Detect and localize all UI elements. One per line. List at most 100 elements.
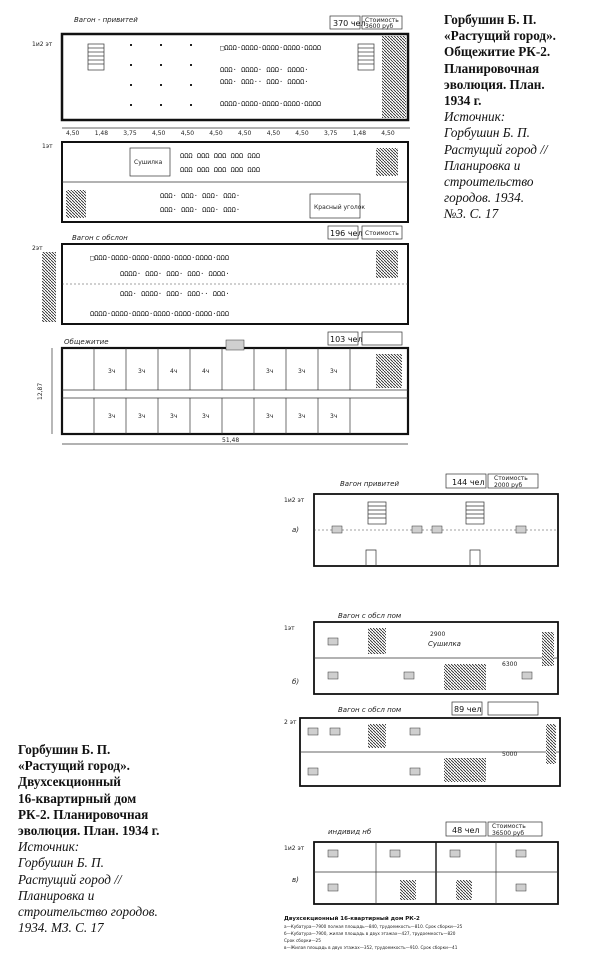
house-plan-c-beds — [307, 727, 421, 776]
caption-subject: Общежитие РК-2. — [444, 44, 551, 60]
house-plan-d: индивид нб 1и2 эт в) 48 чел Стоимость 36… — [284, 821, 559, 950]
dorm-plan-d-room-walls — [93, 348, 351, 434]
house-plan-c-floor: 2 эт — [284, 719, 297, 726]
dorm-plan-d-capacity-box — [327, 331, 359, 346]
caption-subject-1: Двухсекционный — [18, 774, 121, 790]
caption-subject-3: РК-2. Планировочная — [18, 806, 149, 822]
svg-text:ΩΩΩ· ΩΩΩΩ· ΩΩΩ· ΩΩΩ·· ΩΩΩ·: ΩΩΩ· ΩΩΩΩ· ΩΩΩ· ΩΩΩ·· ΩΩΩ· — [120, 290, 230, 298]
dormitory-plans: Вагон - привитей 1и2 эт 370 чел Стоимост… — [30, 14, 420, 450]
dorm-plan-d-cost-box — [361, 331, 403, 346]
house-plan-b-floor: 1эт — [284, 625, 295, 632]
house-legend-2: б—Кубатура—7900, жилая площадь в двух эт… — [284, 931, 456, 936]
dimension-label: 4,50 — [295, 130, 309, 137]
dimension-label: 4,50 — [152, 130, 166, 137]
house-legend-3: Срок сборки—25 — [284, 938, 321, 943]
house-plan-d-cost-2: 36500 руб — [492, 830, 524, 837]
caption-title: «Растущий город». — [18, 758, 130, 774]
dorm-plan-a-beds: □ΩΩΩ·ΩΩΩΩ·ΩΩΩΩ·ΩΩΩΩ·ΩΩΩΩ ΩΩΩ· ΩΩΩΩ· ΩΩΩ·… — [220, 44, 321, 108]
dorm-plan-a-capacity-box — [329, 15, 361, 30]
svg-text:3ч: 3ч — [266, 368, 273, 375]
dorm-plan-a-stair-right-steps — [358, 47, 374, 65]
dorm-plan-d-capacity: 103 чел — [330, 335, 363, 344]
house-plan-c-cost-box — [487, 701, 539, 716]
svg-text:3ч: 3ч — [108, 368, 115, 375]
house-plan-a-stair-right — [465, 501, 485, 525]
house-plan-a-letter: а) — [292, 526, 299, 534]
house-plan-d-cost-1: Стоимость — [492, 823, 526, 830]
caption-source-label: Источник: — [18, 839, 80, 855]
dimension-label: 4,50 — [209, 130, 223, 137]
dorm-plan-a-floor: 1и2 эт — [32, 41, 53, 48]
house-plan-a: Вагон привитей 1и2 эт а) 144 чел Стоимос… — [284, 473, 559, 567]
dimension-label: 3,75 — [324, 130, 338, 137]
house-plan-a-capacity: 144 чел — [452, 478, 485, 487]
dorm-plan-c-stair — [376, 250, 398, 278]
house-plan-a-beds — [331, 525, 527, 534]
house-plan-c-bath — [546, 724, 556, 764]
house-plans: Вагон привитей 1и2 эт а) 144 чел Стоимос… — [280, 472, 590, 972]
house-plan-c-area: 5000 — [502, 751, 517, 758]
dorm-plan-d-room-labels: 3ч 3ч 4ч 4ч 3ч 3ч 3ч 3ч 3ч 3ч 3ч 3ч 3ч 3… — [108, 368, 337, 420]
house-plan-a-floor: 1и2 эт — [284, 497, 305, 504]
house-plan-a-stair-left — [367, 501, 387, 525]
dimension-label: 4,50 — [181, 130, 195, 137]
svg-text:ΩΩΩΩ·ΩΩΩΩ·ΩΩΩΩ·ΩΩΩΩ·ΩΩΩΩ·ΩΩΩΩ·: ΩΩΩΩ·ΩΩΩΩ·ΩΩΩΩ·ΩΩΩΩ·ΩΩΩΩ·ΩΩΩΩ·ΩΩΩ — [90, 310, 229, 318]
dorm-plan-b-floor: 1эт — [42, 143, 53, 150]
house-plan-d-floor: 1и2 эт — [284, 845, 305, 852]
house-plan-b-service — [444, 664, 486, 690]
house-plan-c-service — [444, 758, 486, 782]
dorm-plan-a-cost-2: 3600 руб — [365, 23, 394, 30]
caption-source-5: городов. 1934. — [444, 190, 525, 206]
svg-text:3ч: 3ч — [298, 413, 305, 420]
dorm-plan-d-length: 51,48 — [222, 437, 239, 444]
house-plan-d-beds — [327, 849, 527, 892]
dorm-plan-b-room-2: Красный уголок — [314, 204, 365, 211]
house-plan-d-title: индивид нб — [328, 828, 372, 836]
dorm-plan-b-stair — [376, 148, 398, 176]
svg-text:4ч: 4ч — [202, 368, 209, 375]
house-plan-c-capacity: 89 чел — [454, 705, 481, 714]
house-plans-drawing: Вагон привитей 1и2 эт а) 144 чел Стоимос… — [284, 473, 561, 950]
house-plan-b: Вагон с обсл пом 1эт б) 2900 Сушилка 630… — [284, 612, 559, 695]
dorm-plan-a-cost-box — [361, 15, 403, 30]
dorm-plan-a-column-dots — [130, 44, 192, 106]
dorm-plan-a-stair-right — [357, 43, 375, 71]
house-plan-b-title: Вагон с обсл пом — [338, 612, 402, 620]
house-plan-a-title: Вагон привитей — [340, 480, 399, 488]
caption-source-4: строительство городов. — [18, 904, 158, 920]
dorm-plan-c-beds: □ΩΩΩ·ΩΩΩΩ·ΩΩΩΩ·ΩΩΩΩ·ΩΩΩΩ·ΩΩΩΩ·ΩΩΩ ΩΩΩΩ· … — [90, 254, 230, 318]
caption-source-4: строительство — [444, 174, 534, 190]
svg-text:ΩΩΩ· ΩΩΩ·· ΩΩΩ· ΩΩΩΩ·: ΩΩΩ· ΩΩΩ·· ΩΩΩ· ΩΩΩΩ· — [220, 78, 309, 86]
dorm-plan-a-cost-1: Стоимость — [365, 17, 399, 24]
caption-source-2: Растущий город // — [444, 141, 548, 157]
house-plan-a-cost-box — [487, 473, 539, 489]
dorm-plan-d-stair — [376, 354, 402, 388]
dimension-label: 4,50 — [267, 130, 281, 137]
dorm-plan-b-room-dryer — [129, 147, 171, 177]
svg-text:□ΩΩΩ·ΩΩΩΩ·ΩΩΩΩ·ΩΩΩΩ·ΩΩΩΩ·ΩΩΩΩ·: □ΩΩΩ·ΩΩΩΩ·ΩΩΩΩ·ΩΩΩΩ·ΩΩΩΩ·ΩΩΩΩ·ΩΩΩ — [90, 254, 229, 262]
house-plan-a-stair-steps — [368, 505, 484, 519]
house-plan-d-room-walls — [314, 842, 558, 904]
dorm-plan-d: Общежитие 103 чел 3ч 3ч 4ч 4ч 3ч 3ч 3ч 3… — [37, 331, 410, 445]
dorm-plan-b-capacity-box — [327, 225, 359, 240]
house-plan-a-entrances — [365, 549, 481, 566]
caption-title: «Растущий город». — [444, 28, 556, 44]
house-plan-d-stair-left — [400, 880, 416, 900]
dorm-plan-b-room-1: Сушилка — [134, 159, 163, 166]
house-plan-c-capacity-box — [451, 701, 483, 716]
dimension-label: 3,75 — [123, 130, 137, 137]
svg-text:3ч: 3ч — [266, 413, 273, 420]
dimension-label: 4,50 — [381, 130, 395, 137]
house-plan-d-capacity: 48 чел — [452, 826, 479, 835]
dorm-plan-b-service — [66, 190, 86, 218]
house-legend-1: а—Кубатура—7900 полная площадь—840, труд… — [284, 924, 463, 929]
house-plan-d-cost-box — [487, 821, 543, 837]
dimension-label: 4,50 — [238, 130, 252, 137]
dorm-plan-a-title: Вагон - привитей — [74, 16, 138, 24]
caption-source-2: Растущий город // — [18, 871, 122, 887]
house-plan-b-room-1: Сушилка — [428, 640, 461, 648]
dorm-plan-b-room-corner — [309, 193, 361, 219]
caption-source-label: Источник: — [444, 109, 506, 125]
svg-text:3ч: 3ч — [298, 368, 305, 375]
